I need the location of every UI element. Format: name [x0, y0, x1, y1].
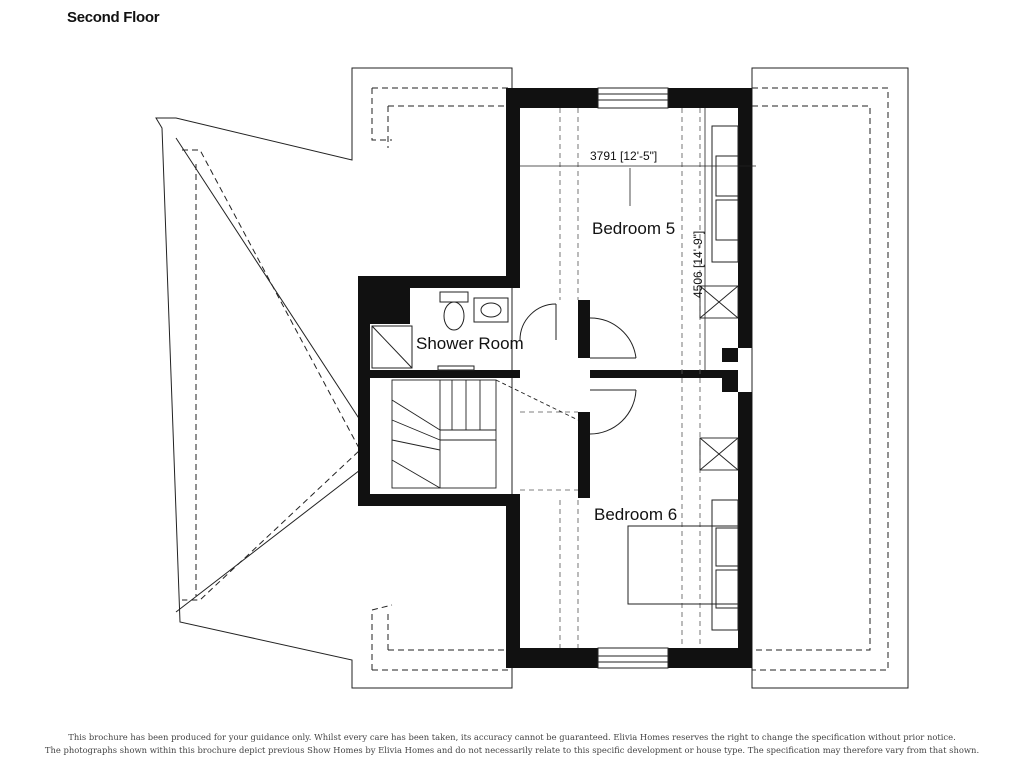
shower-fixtures [371, 291, 509, 371]
eaves-lines [520, 108, 701, 648]
doors [519, 303, 637, 435]
bedroom-5-label: Bedroom 5 [592, 219, 675, 238]
left-roof [155, 67, 513, 689]
dimension-lines [520, 108, 756, 370]
bedroom-5-width-dimension: 3791 [12'-5"] [590, 149, 657, 163]
page-title: Second Floor [67, 9, 160, 26]
bedroom-5-length-dimension: 4506 [14'-9"] [691, 231, 705, 298]
windows [597, 87, 669, 669]
right-roof [751, 67, 909, 689]
disclaimer-line-2: The photographs shown within this brochu… [44, 745, 980, 755]
staircase [391, 379, 579, 489]
shower-room-label: Shower Room [416, 334, 524, 353]
walls [358, 88, 752, 668]
disclaimer-line-1: This brochure has been produced for your… [68, 732, 956, 742]
bedroom-6-label: Bedroom 6 [594, 505, 677, 524]
bed-bedroom-6 [627, 499, 739, 631]
rooflights [699, 285, 739, 471]
bed-bedroom-5 [711, 125, 739, 263]
